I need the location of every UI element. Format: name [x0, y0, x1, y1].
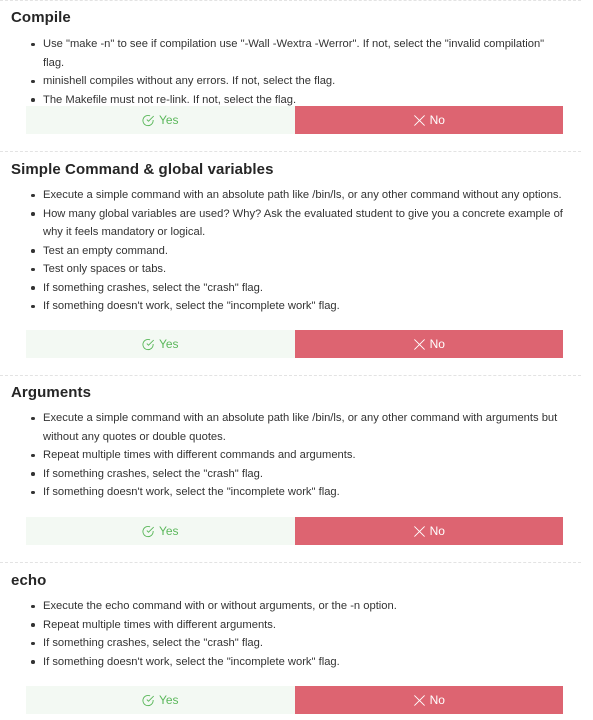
- x-icon: [413, 114, 426, 127]
- instruction-list: Execute the echo command with or without…: [28, 597, 568, 671]
- yes-button[interactable]: Yes: [26, 517, 295, 545]
- section-title: Arguments: [11, 384, 92, 401]
- section-divider: [0, 151, 581, 152]
- yes-label: Yes: [158, 693, 179, 707]
- answer-row: Yes No: [26, 106, 563, 134]
- no-label: No: [429, 524, 445, 538]
- list-item: minishell compiles without any errors. I…: [28, 72, 568, 91]
- top-divider: [0, 0, 581, 1]
- instruction-list: Use "make -n" to see if compilation use …: [28, 35, 568, 109]
- list-item: If something crashes, select the "crash"…: [28, 634, 568, 653]
- list-item: Execute the echo command with or without…: [28, 597, 568, 616]
- section-divider: [0, 562, 581, 563]
- check-circle-icon: [142, 525, 155, 538]
- yes-label: Yes: [158, 524, 179, 538]
- list-item: Execute a simple command with an absolut…: [28, 186, 568, 205]
- no-button[interactable]: No: [294, 517, 563, 545]
- section-divider: [0, 375, 581, 376]
- no-label: No: [429, 693, 445, 707]
- list-item: If something crashes, select the "crash"…: [28, 465, 568, 484]
- yes-label: Yes: [158, 113, 179, 127]
- no-label: No: [429, 113, 445, 127]
- section-title: echo: [11, 572, 47, 589]
- list-item: If something doesn't work, select the "i…: [28, 483, 568, 502]
- list-item: If something doesn't work, select the "i…: [28, 653, 568, 672]
- answer-row: Yes No: [26, 330, 563, 358]
- list-item: Execute a simple command with an absolut…: [28, 409, 568, 446]
- list-item: If something doesn't work, select the "i…: [28, 297, 568, 316]
- yes-label: Yes: [158, 337, 179, 351]
- list-item: Repeat multiple times with different com…: [28, 446, 568, 465]
- check-circle-icon: [142, 694, 155, 707]
- answer-row: Yes No: [26, 517, 563, 545]
- list-item: If something crashes, select the "crash"…: [28, 279, 568, 298]
- x-icon: [413, 525, 426, 538]
- answer-row: Yes No: [26, 686, 563, 714]
- no-label: No: [429, 337, 445, 351]
- yes-button[interactable]: Yes: [26, 686, 295, 714]
- instruction-list: Execute a simple command with an absolut…: [28, 186, 568, 316]
- yes-button[interactable]: Yes: [26, 106, 295, 134]
- no-button[interactable]: No: [294, 106, 563, 134]
- list-item: Repeat multiple times with different arg…: [28, 616, 568, 635]
- no-button[interactable]: No: [294, 686, 563, 714]
- list-item: Test an empty command.: [28, 242, 568, 261]
- x-icon: [413, 694, 426, 707]
- section-title: Simple Command & global variables: [11, 161, 274, 178]
- check-circle-icon: [142, 114, 155, 127]
- list-item: Test only spaces or tabs.: [28, 260, 568, 279]
- check-circle-icon: [142, 338, 155, 351]
- x-icon: [413, 338, 426, 351]
- list-item: How many global variables are used? Why?…: [28, 205, 568, 242]
- instruction-list: Execute a simple command with an absolut…: [28, 409, 568, 502]
- list-item: Use "make -n" to see if compilation use …: [28, 35, 568, 72]
- list-item: The Makefile must not re-link. If not, s…: [28, 91, 568, 110]
- section-title: Compile: [11, 9, 71, 26]
- no-button[interactable]: No: [294, 330, 563, 358]
- yes-button[interactable]: Yes: [26, 330, 295, 358]
